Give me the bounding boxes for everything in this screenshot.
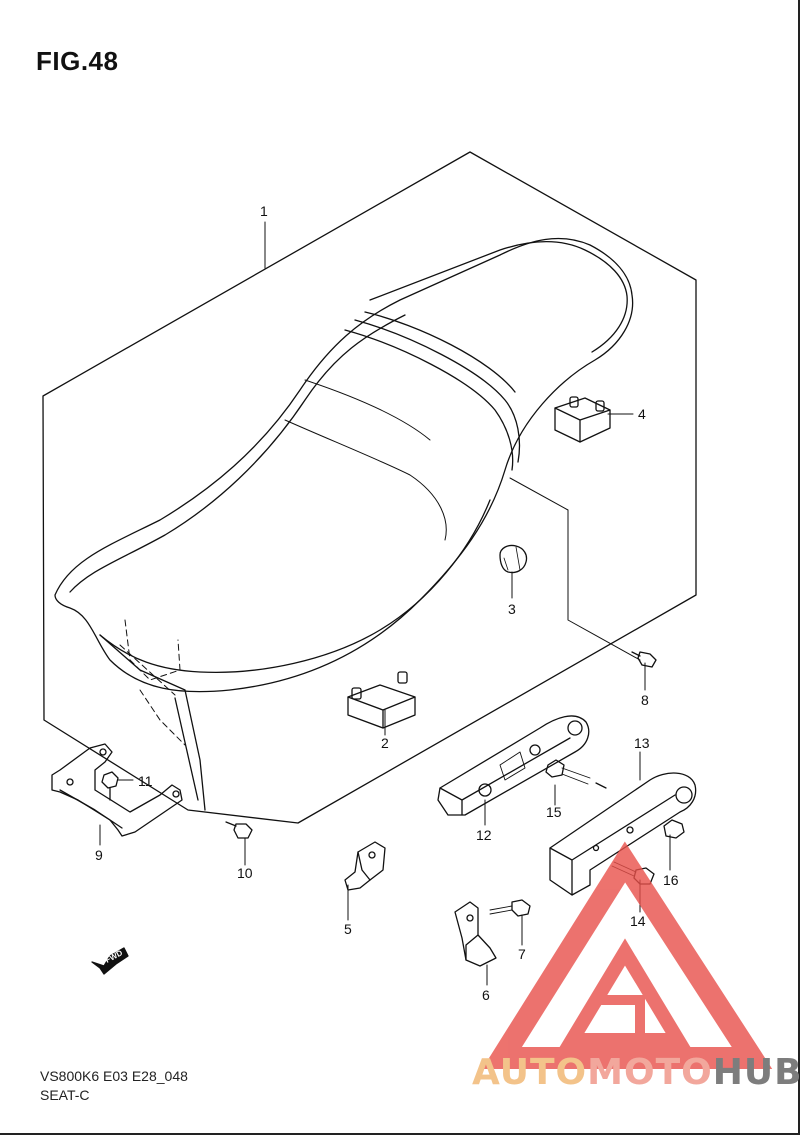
part-16-nut [663,819,685,839]
callout-13: 13 [634,735,650,751]
callout-labels: 1 2 3 4 5 6 7 8 9 10 11 12 13 14 15 16 [95,203,679,1003]
callout-11: 11 [138,773,153,789]
part-11-bolt [101,771,119,801]
watermark-part-moto: MOTO [587,1052,713,1093]
callout-6: 6 [482,987,490,1003]
callout-8: 8 [641,692,649,708]
part-2-rubber-block [347,671,416,729]
watermark-part-hub: HUB [712,1052,800,1093]
seat-drawing [54,237,634,811]
part-15-bolt [545,759,607,789]
model-code: VS800K6 E03 E28_048 [40,1068,188,1084]
fwd-arrow-icon [91,947,129,975]
assembly-box [42,151,697,824]
callout-2: 2 [381,735,389,751]
part-5-clip [344,841,386,891]
part-3-nut [499,544,528,574]
callout-4: 4 [638,406,646,422]
section-name: SEAT-C [40,1087,90,1103]
part-4-rubber-block [554,396,611,443]
callout-14: 14 [630,913,646,929]
callout-15: 15 [546,804,562,820]
watermark-wordmark: AUTOMOTOHUB [472,1052,800,1093]
callout-12: 12 [476,827,492,843]
leader-lines [99,221,671,986]
callout-5: 5 [344,921,352,937]
callout-10: 10 [237,865,253,881]
part-12-bracket [437,715,590,816]
part-10-bolt [225,821,253,839]
figure-title: FIG.48 [36,46,119,76]
callout-16: 16 [663,872,679,888]
callout-3: 3 [508,601,516,617]
callout-1: 1 [260,203,268,219]
callout-9: 9 [95,847,103,863]
part-6-bracket [454,901,497,967]
part-7-screw [489,899,531,917]
part-8-bolt [631,651,657,668]
part-9-bracket [51,743,183,837]
watermark-part-auto: AUTO [472,1052,588,1093]
watermark-logo [482,841,773,1069]
callout-7: 7 [518,946,526,962]
